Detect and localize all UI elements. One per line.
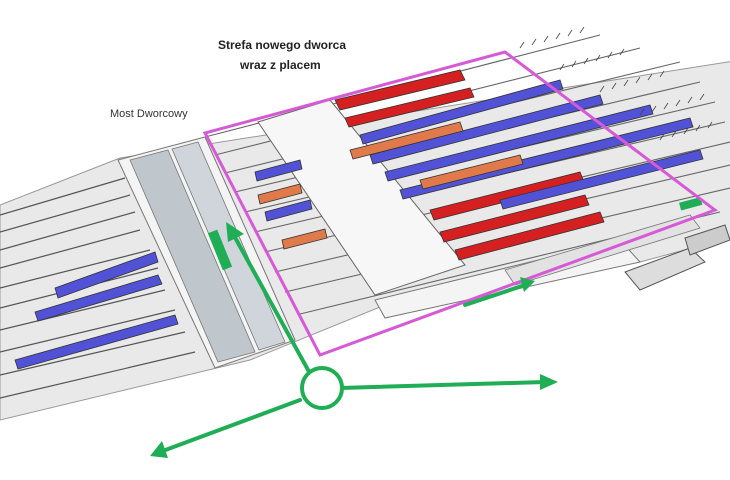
new-station-zone-outline <box>202 50 719 357</box>
orange-platforms <box>257 121 524 250</box>
bridge-label: Most Dworcowy <box>110 108 188 120</box>
arrow-north <box>230 230 320 390</box>
zone-title-line2: wraz z placem <box>240 58 321 72</box>
zone-title-line1: Strefa nowego dworca <box>218 38 347 52</box>
arrow-southwest <box>158 398 302 454</box>
access-arrows <box>158 230 547 454</box>
arrow-icon <box>226 222 244 242</box>
arrow-east <box>338 380 547 390</box>
concourse-slab <box>257 99 466 296</box>
arrow-icon <box>540 374 558 390</box>
west-tracks <box>0 177 196 399</box>
arrow-heads <box>150 222 558 458</box>
circle-hub-icon <box>300 366 344 410</box>
arrow-northeast <box>463 283 527 307</box>
red-platforms <box>334 69 605 261</box>
arrow-icon <box>520 277 535 292</box>
bridge-deck <box>117 136 296 369</box>
west-platforms <box>14 251 179 370</box>
arrow-icon <box>150 441 168 458</box>
